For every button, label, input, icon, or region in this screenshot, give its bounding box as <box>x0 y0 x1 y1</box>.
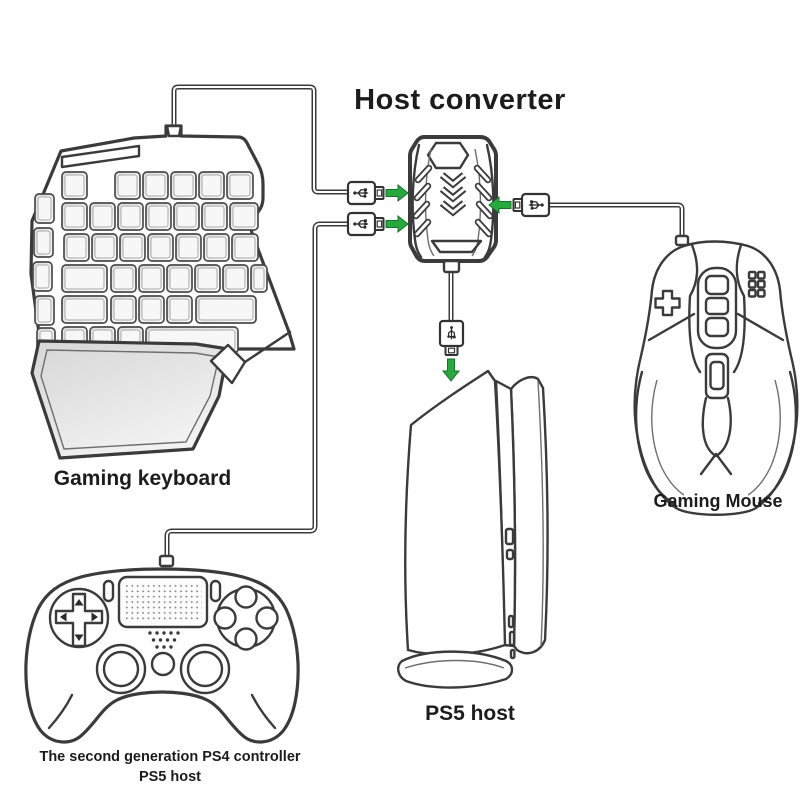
keyboard-keys <box>32 171 268 355</box>
ps5-front-plate <box>403 369 507 656</box>
keyboard-wrist-rest <box>30 339 230 460</box>
host-converter-illustration <box>408 135 498 274</box>
keyboard-label: Gaming keyboard <box>53 467 232 490</box>
gaming-keyboard-illustration <box>29 124 296 460</box>
converter-side-vents <box>412 164 494 238</box>
controller-touchpad <box>117 575 209 629</box>
controller-label-line1: The second generation PS4 controller <box>39 749 301 765</box>
share-button <box>102 579 115 603</box>
ps5-label: PS5 host <box>425 702 515 725</box>
usb-plug-icon-mouse <box>514 194 550 216</box>
controller-dpad <box>48 587 110 649</box>
arrow-right-icon-keyboard <box>385 184 409 202</box>
chevron-down-icon <box>439 172 467 217</box>
arrow-down-icon-ps5 <box>442 358 460 382</box>
keyboard-cable <box>171 84 349 195</box>
controller-speaker <box>148 631 180 649</box>
gaming-mouse-illustration <box>633 234 799 516</box>
usb-plug-icon-controller <box>348 213 384 235</box>
mouse-cross-button <box>654 289 681 317</box>
ps5-console-illustration <box>397 369 549 689</box>
mouse-cable <box>549 202 685 241</box>
controller-analog-sticks <box>95 643 231 695</box>
mouse-label: Gaming Mouse <box>653 491 783 511</box>
mouse-dpi-button <box>704 352 730 400</box>
controller-face-buttons <box>213 585 279 651</box>
controller-label-line2: PS5 host <box>138 769 202 785</box>
page-title: Host converter <box>354 84 566 116</box>
ps5-ports <box>504 527 515 546</box>
usb-plug-icon-ps5 <box>438 319 465 356</box>
usb-plug-icon-keyboard <box>348 182 384 204</box>
controller-cable <box>164 221 349 559</box>
ps4-controller-illustration <box>24 554 300 744</box>
mouse-side-buttons <box>747 270 766 298</box>
ps5-vents <box>507 614 515 629</box>
ps-button <box>150 651 176 677</box>
controller-label: The second generation PS4 controller PS5… <box>20 747 320 787</box>
mouse-scroll-wheel <box>696 266 738 350</box>
arrow-right-icon-controller <box>385 215 409 233</box>
ps5-base-stand <box>397 650 514 689</box>
converter-logo-badge <box>426 141 470 170</box>
options-button <box>209 579 222 603</box>
